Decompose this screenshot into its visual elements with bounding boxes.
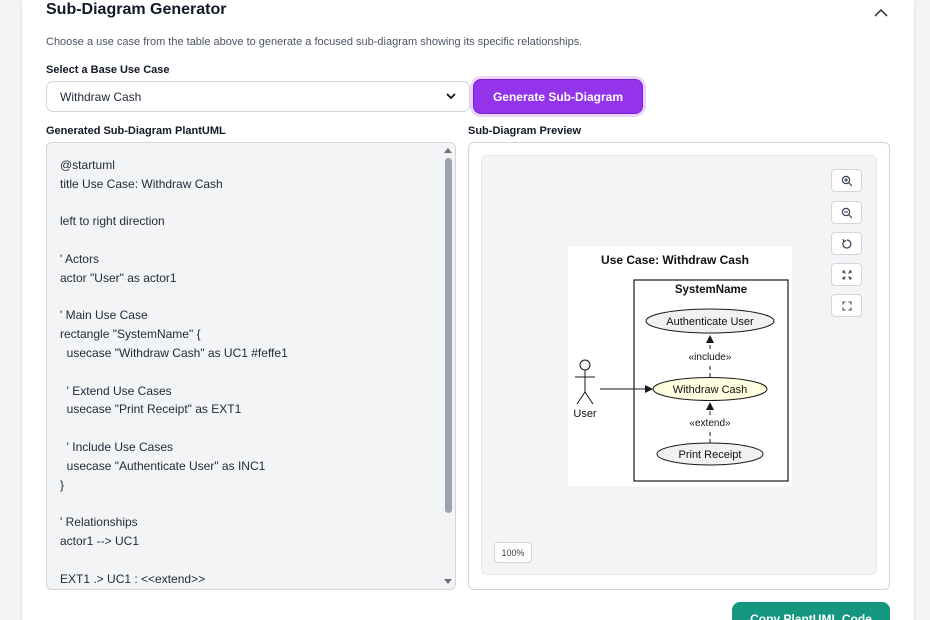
extend-label: «extend» xyxy=(689,418,731,429)
preview-canvas[interactable]: Use Case: Withdraw Cash SystemName Authe… xyxy=(481,155,877,575)
use-case-withdraw-cash-label: Withdraw Cash xyxy=(673,384,748,396)
preview-label: Sub-Diagram Preview xyxy=(468,125,582,137)
use-case-withdraw-cash xyxy=(652,377,768,401)
fullscreen-icon xyxy=(841,300,852,311)
code-line: ' Relationships xyxy=(60,515,138,530)
actor-user-label: User xyxy=(573,408,597,420)
use-case-authenticate-user-label: Authenticate User xyxy=(666,316,754,328)
use-case-diagram: Use Case: Withdraw Cash SystemName Authe… xyxy=(568,246,792,486)
code-line: @startuml xyxy=(60,158,115,172)
zoom-level-badge: 100% xyxy=(494,542,532,563)
select-label: Select a Base Use Case xyxy=(46,64,170,76)
code-scrollbar[interactable] xyxy=(442,144,454,588)
chevron-up-icon xyxy=(874,8,888,17)
code-line xyxy=(60,231,288,250)
code-line: usecase "Print Receipt" as EXT1 xyxy=(60,402,242,417)
code-line xyxy=(60,363,288,382)
select-value: Withdraw Cash xyxy=(60,89,142,104)
sub-diagram-generator-card: Sub-Diagram Generator Choose a use case … xyxy=(22,0,914,620)
fit-to-view-button[interactable] xyxy=(831,263,862,286)
code-line: usecase "Withdraw Cash" as UC1 #feffe1 xyxy=(60,345,288,360)
code-line: rectangle "SystemName" { xyxy=(60,327,201,342)
base-use-case-select[interactable]: Withdraw Cash xyxy=(46,81,470,112)
plantuml-code-textarea[interactable]: @startuml title Use Case: Withdraw Cash l… xyxy=(46,142,456,590)
plantuml-code: @startuml title Use Case: Withdraw Cash l… xyxy=(60,156,288,588)
scroll-down-arrow-icon[interactable] xyxy=(444,579,452,584)
zoom-out-icon xyxy=(841,207,852,218)
use-case-authenticate-user xyxy=(645,308,775,334)
code-line: ' Include Use Cases xyxy=(60,439,174,454)
code-line: } xyxy=(60,477,65,492)
collapse-button[interactable] xyxy=(870,3,892,21)
code-line: title Use Case: Withdraw Cash xyxy=(60,176,223,191)
scroll-up-arrow-icon[interactable] xyxy=(444,148,452,153)
generate-sub-diagram-button[interactable]: Generate Sub-Diagram xyxy=(473,79,643,114)
zoom-in-icon xyxy=(841,175,852,186)
code-line xyxy=(60,551,288,570)
zoom-in-button[interactable] xyxy=(831,169,862,192)
zoom-out-button[interactable] xyxy=(831,201,862,224)
fit-icon xyxy=(841,269,852,280)
code-line: actor1 --> UC1 xyxy=(60,533,140,548)
code-line: actor "User" as actor1 xyxy=(60,270,177,285)
copy-plantuml-button[interactable]: Copy PlantUML Code xyxy=(732,602,890,620)
reset-view-button[interactable] xyxy=(831,232,862,255)
include-label: «include» xyxy=(689,352,732,363)
section-title: Sub-Diagram Generator xyxy=(46,1,227,18)
code-line xyxy=(60,194,288,213)
reset-icon xyxy=(841,238,851,249)
diagram-title: Use Case: Withdraw Cash xyxy=(601,253,749,267)
scroll-thumb[interactable] xyxy=(445,158,452,513)
code-line: ' Extend Use Cases xyxy=(60,383,172,398)
actor-user xyxy=(575,359,595,405)
code-line: usecase "Authenticate User" as INC1 xyxy=(60,458,266,473)
code-line: ' Main Use Case xyxy=(60,308,148,323)
code-panel-label: Generated Sub-Diagram PlantUML xyxy=(46,125,226,137)
code-line: left to right direction xyxy=(60,214,165,229)
preview-panel: Use Case: Withdraw Cash SystemName Authe… xyxy=(468,142,890,590)
chevron-down-icon xyxy=(446,93,456,100)
fullscreen-button[interactable] xyxy=(831,294,862,317)
code-line xyxy=(60,419,288,438)
code-line xyxy=(60,494,288,513)
use-case-print-receipt-label: Print Receipt xyxy=(679,449,742,461)
section-description: Choose a use case from the table above t… xyxy=(46,36,583,48)
code-line: ' Actors xyxy=(60,251,99,266)
code-line xyxy=(60,288,288,307)
system-name: SystemName xyxy=(675,284,747,296)
code-line: EXT1 .> UC1 : <<extend>> xyxy=(60,571,206,586)
